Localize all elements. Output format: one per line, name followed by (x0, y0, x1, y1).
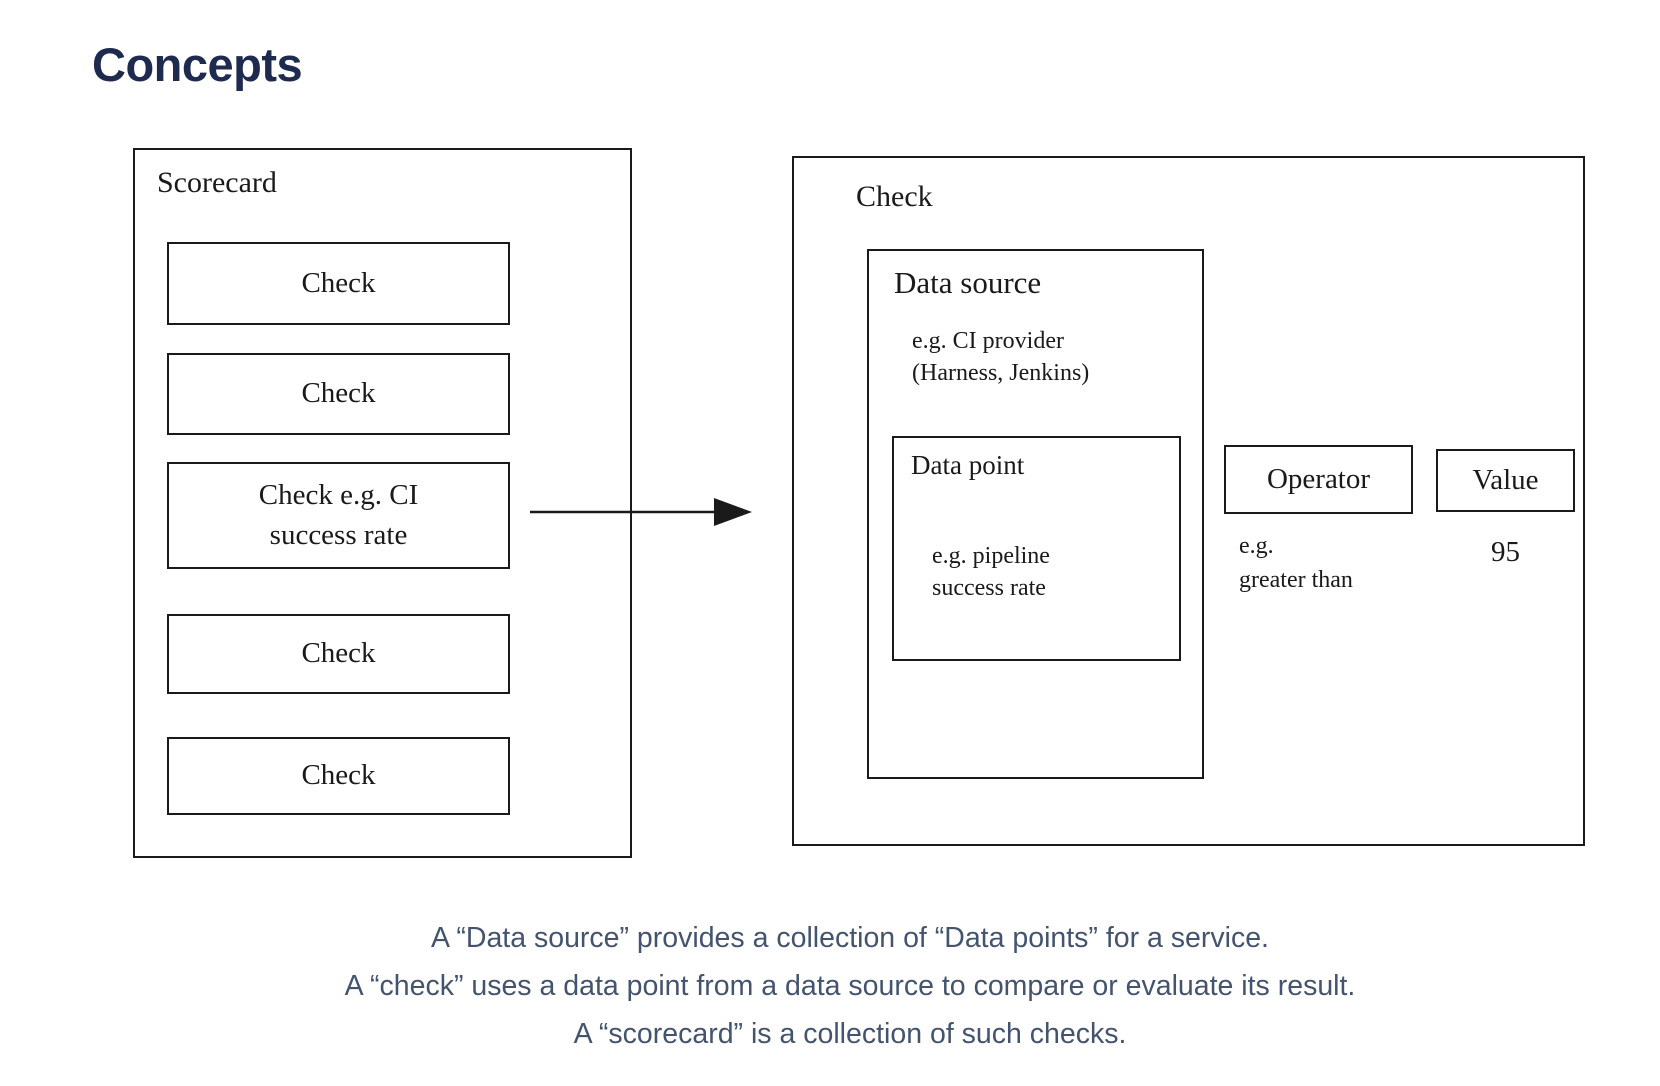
data-point-box: Data point e.g. pipeline success rate (892, 436, 1181, 661)
data-point-label: Data point (911, 450, 1025, 480)
scorecard-check-item: Check (167, 353, 510, 435)
data-source-box: Data source e.g. CI provider (Harness, J… (867, 249, 1204, 779)
caption-line-2: A “check” uses a data point from a data … (344, 970, 1356, 1002)
data-source-label: Data source (894, 265, 1042, 300)
scorecard-box: Scorecard Check Check Check e.g. CI succ… (133, 148, 632, 858)
scorecard-check-item: Check (167, 242, 510, 325)
caption-line-3: A “scorecard” is a collection of such ch… (573, 1018, 1127, 1050)
page-title: Concepts (92, 38, 303, 92)
check-detail-label: Check (856, 180, 933, 213)
scorecard-check-item-ci-success-rate: Check e.g. CI success rate (167, 462, 510, 569)
value-example-text: 95 (1491, 536, 1520, 568)
caption-line-1: A “Data source” provides a collection of… (431, 922, 1269, 954)
check-detail-box: Check Data source e.g. CI provider (Harn… (792, 156, 1585, 846)
value-box: Value (1436, 449, 1575, 512)
operator-box: Operator (1224, 445, 1413, 514)
scorecard-check-item: Check (167, 614, 510, 694)
operator-example-text: e.g. greater than (1239, 533, 1353, 593)
data-point-example-text: e.g. pipeline success rate (932, 543, 1050, 602)
data-source-example-text: e.g. CI provider (Harness, Jenkins) (912, 328, 1090, 387)
right-arrow-icon (530, 498, 752, 526)
caption-block: A “Data source” provides a collection of… (30, 914, 1660, 1058)
scorecard-label: Scorecard (157, 166, 277, 199)
scorecard-check-item: Check (167, 737, 510, 815)
